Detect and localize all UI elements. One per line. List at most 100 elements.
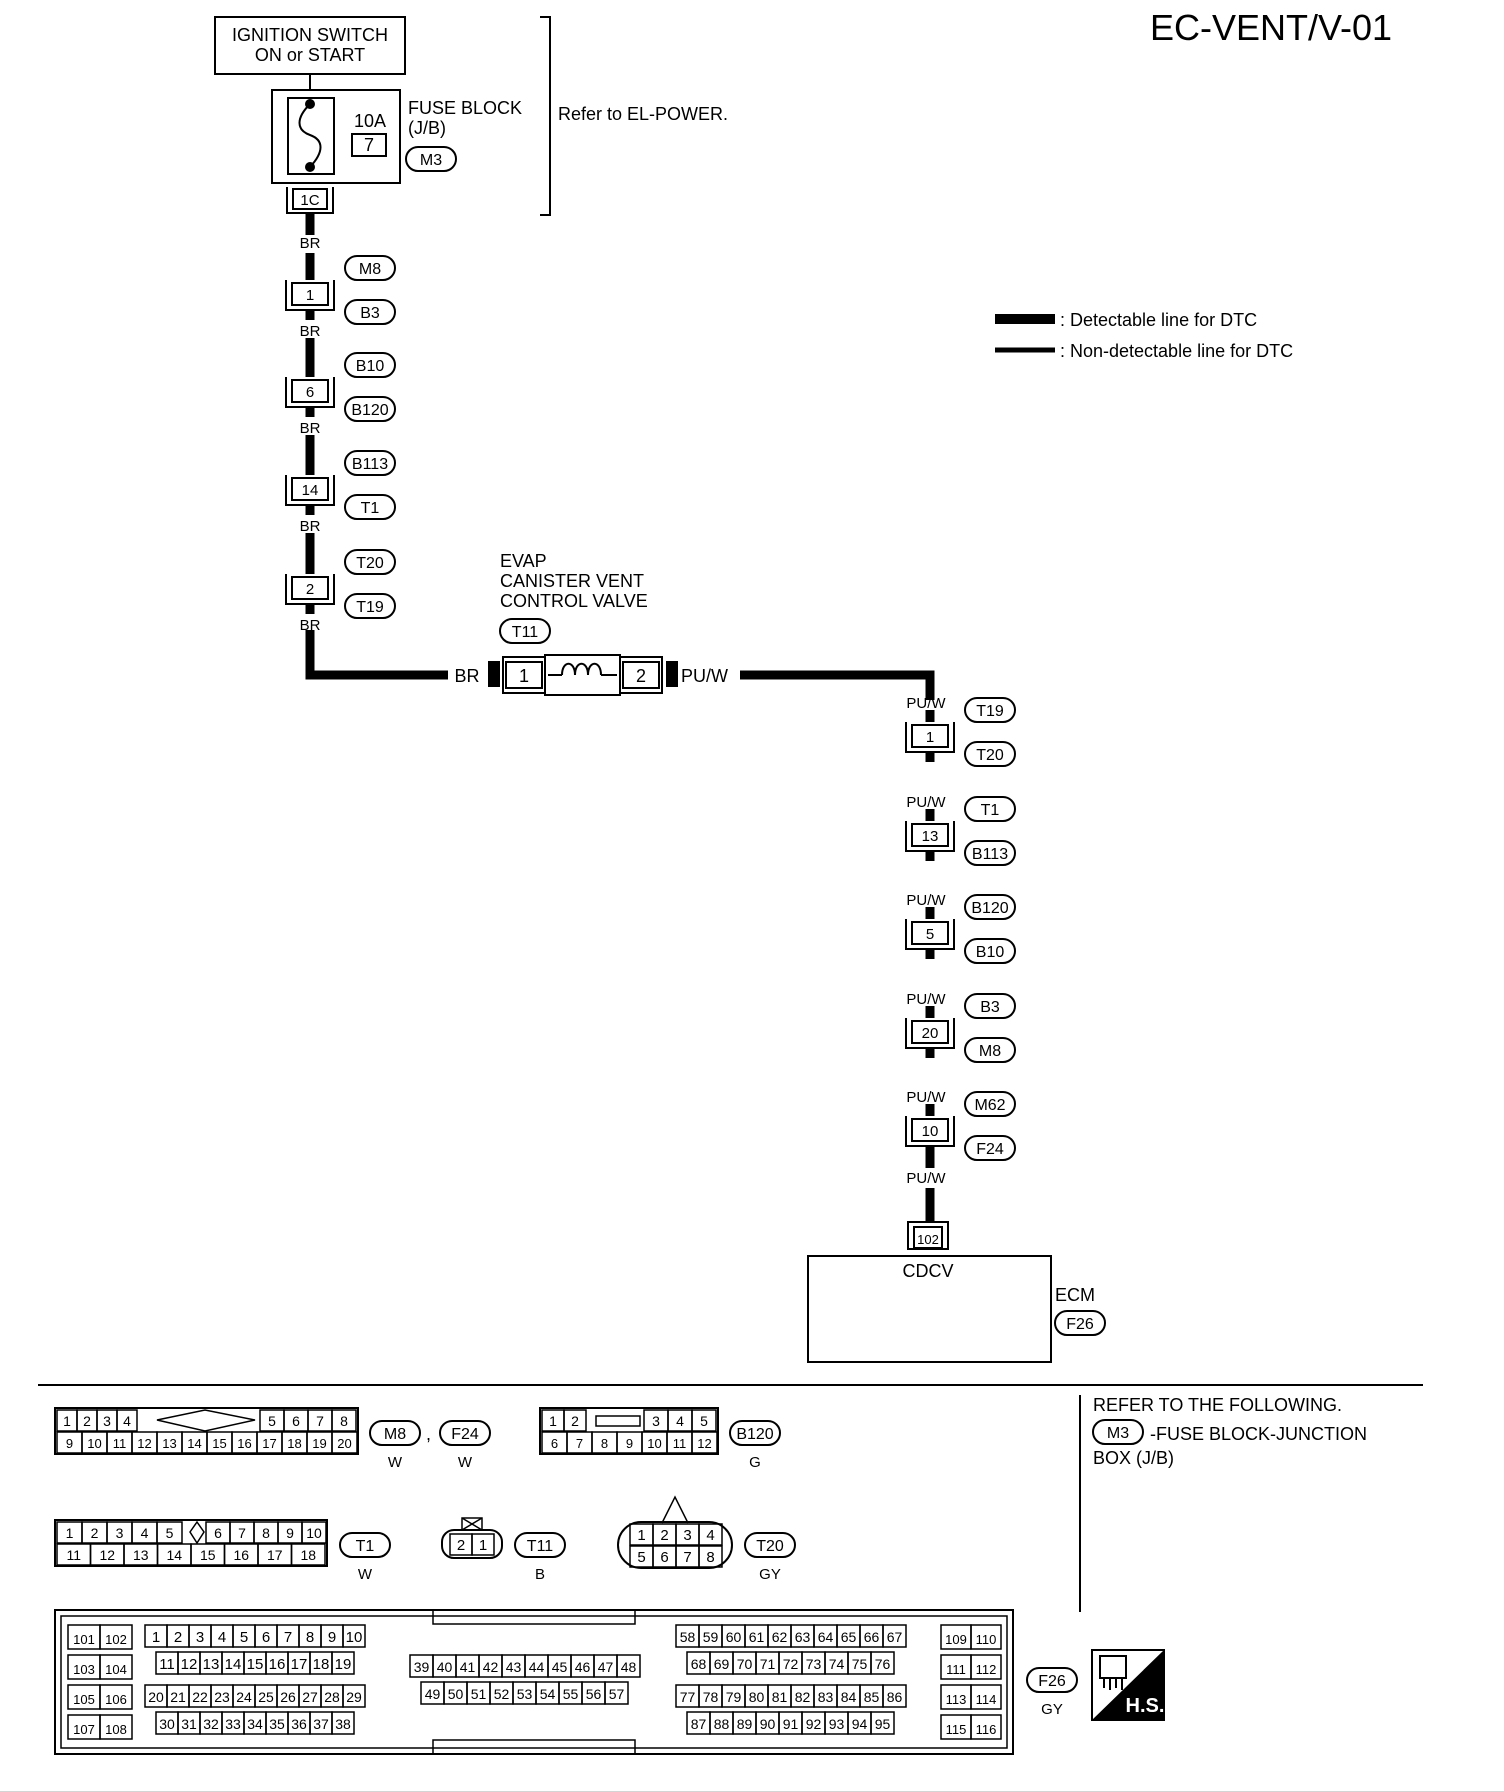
f26-b3-pin: 91 — [783, 1716, 799, 1732]
m8-pin: 1 — [63, 1413, 71, 1429]
fuse-symbol — [287, 97, 335, 175]
m8-pin: 6 — [292, 1413, 300, 1429]
f26-b3-pin: 66 — [864, 1629, 880, 1645]
tag-t11-oval — [514, 1532, 566, 1558]
f26-b3-pin: 89 — [737, 1716, 753, 1732]
m8-pin: 3 — [103, 1413, 111, 1429]
left-wire-color-4: BR — [300, 617, 321, 634]
m8b-pin: 17 — [262, 1436, 276, 1451]
t1-pin: 4 — [141, 1525, 149, 1541]
m8b-pin: 19 — [312, 1436, 326, 1451]
f26-left-pin: 107 — [73, 1722, 95, 1737]
ecm-signal: CDCV — [902, 1261, 953, 1281]
left-conn-1-top-tag-oval — [344, 255, 396, 281]
right-conn-5-pin: 10 — [922, 1123, 939, 1140]
f26-b1-pin: 19 — [335, 1656, 352, 1673]
b120-pin: 3 — [652, 1413, 660, 1429]
b120b-pin: 9 — [626, 1436, 633, 1451]
t20b-pin: 8 — [706, 1549, 714, 1566]
b120b-pin: 12 — [697, 1436, 711, 1451]
tag-f26-oval — [1026, 1667, 1078, 1693]
t20-pin: 1 — [637, 1527, 645, 1544]
f26-right-pin: 116 — [976, 1722, 997, 1737]
f26-left-pin: 103 — [73, 1662, 95, 1677]
valve-body — [488, 654, 678, 696]
f26-b3-pin: 79 — [726, 1689, 742, 1705]
valve-wire-out: PU/W — [681, 666, 728, 686]
f26-b1-pin: 23 — [214, 1689, 230, 1705]
right-conn-4-bottom-tag: M8 — [979, 1043, 1001, 1060]
t11-pin: 1 — [479, 1537, 487, 1554]
t1b-pin: 13 — [133, 1547, 149, 1563]
tag-b120-color: G — [749, 1454, 761, 1471]
fuse-amps: 10A — [354, 111, 386, 131]
f26-b1-pin: 1 — [152, 1629, 160, 1646]
f26-b3-pin: 75 — [852, 1656, 868, 1672]
wire-color-br-1: BR — [300, 235, 321, 252]
valve-connector: T11 — [512, 624, 538, 641]
tag-f24: F24 — [451, 1426, 479, 1443]
f26-right-pin: 115 — [946, 1722, 967, 1737]
left-conn-1-bottom-tag: B3 — [360, 305, 380, 322]
f26-b3-pin: 94 — [852, 1716, 868, 1732]
left-conn-4-top-tag: T20 — [356, 555, 384, 572]
left-conn-3-top-tag-oval — [344, 450, 396, 476]
f26-b1-pin: 36 — [291, 1716, 307, 1732]
f26-mid-pin: 40 — [437, 1659, 453, 1675]
refer-tag-oval — [1092, 1419, 1144, 1445]
right-conn-3-bottom-tag-oval — [964, 938, 1016, 964]
f26-b3-pin: 64 — [818, 1629, 834, 1645]
f26-b1-pin: 31 — [181, 1716, 197, 1732]
f26-b3-pin: 74 — [829, 1656, 845, 1672]
f26-mid-pin: 42 — [483, 1659, 499, 1675]
t1-pin: 5 — [166, 1525, 174, 1541]
tag-m8-oval — [369, 1420, 421, 1446]
f26-b3-pin: 93 — [829, 1716, 845, 1732]
tag-m8: M8 — [384, 1426, 406, 1443]
t1b-pin: 14 — [166, 1547, 182, 1563]
f26-b3-pin: 85 — [864, 1689, 880, 1705]
f26-b1-pin: 15 — [247, 1656, 264, 1673]
f26-b1-pin: 16 — [269, 1656, 286, 1673]
refer-power: Refer to EL-POWER. — [558, 104, 728, 124]
ignition-line1: IGNITION SWITCH — [232, 25, 388, 45]
m8-pin: 5 — [268, 1413, 276, 1429]
f26-b3-pin: 84 — [841, 1689, 857, 1705]
f26-mid-pin: 50 — [448, 1686, 464, 1702]
f26-b1-pin: 26 — [280, 1689, 296, 1705]
f26-left-pin: 108 — [105, 1722, 127, 1737]
tag-f26: F26 — [1038, 1673, 1066, 1690]
t1-pin: 3 — [116, 1525, 124, 1541]
f26-b1-pin: 18 — [313, 1656, 330, 1673]
f26-b1-pin: 10 — [346, 1629, 363, 1646]
legend-detectable: : Detectable line for DTC — [1060, 310, 1257, 330]
right-conn-4-pin: 20 — [922, 1025, 939, 1042]
f26-b3-pin: 67 — [887, 1629, 903, 1645]
m8b-pin: 12 — [137, 1436, 151, 1451]
f26-b3-pin: 62 — [772, 1629, 788, 1645]
f26-b1-pin: 35 — [269, 1716, 285, 1732]
right-conn-1-top-tag-oval — [964, 697, 1016, 723]
right-conn-2-bottom-tag: B113 — [972, 846, 1008, 863]
f26-mid-pin: 55 — [563, 1686, 579, 1702]
left-conn-2-top-tag-oval — [344, 352, 396, 378]
t1-pin: 8 — [262, 1525, 270, 1541]
ecm-connector: F26 — [1066, 1316, 1094, 1333]
tag-b120: B120 — [736, 1426, 773, 1443]
right-conn-2-top-tag-oval — [964, 796, 1016, 822]
tag-t1-oval — [339, 1532, 391, 1558]
right-conn-5-top-tag: M62 — [974, 1097, 1005, 1114]
t20-pin: 4 — [706, 1527, 714, 1544]
f26-b3-pin: 90 — [760, 1716, 776, 1732]
t1-pin: 10 — [306, 1525, 322, 1541]
f26-mid-pin: 57 — [609, 1686, 625, 1702]
f26-b1-pin: 4 — [218, 1629, 226, 1646]
f26-b1-pin: 24 — [236, 1689, 252, 1705]
tag-t20-oval — [744, 1532, 796, 1558]
f26-b1-pin: 12 — [181, 1656, 198, 1673]
wire-puw-from-valve — [740, 670, 935, 700]
refer-title: REFER TO THE FOLLOWING. — [1093, 1395, 1342, 1415]
